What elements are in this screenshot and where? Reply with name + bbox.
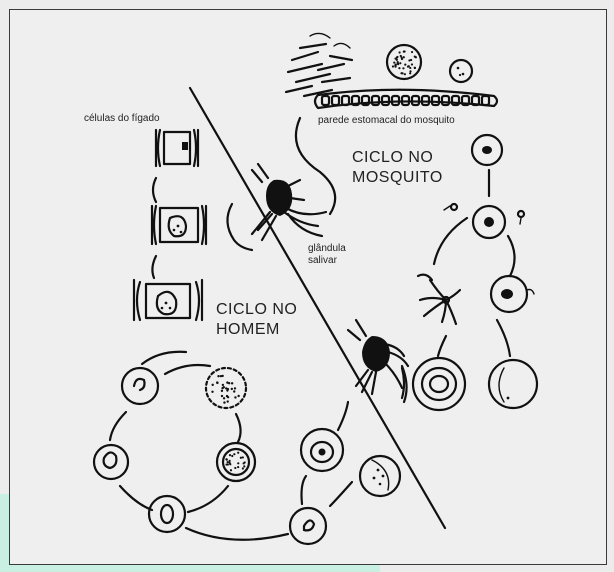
connector — [118, 484, 154, 512]
schizont-rupture-cell — [204, 366, 248, 410]
liver-cell-2 — [150, 204, 208, 246]
gametocyte-dotted-cell — [358, 454, 402, 498]
connector — [151, 176, 158, 204]
path-to-gland — [294, 116, 337, 216]
divider-line — [188, 86, 447, 530]
macrogamete-cell — [489, 274, 535, 314]
stomach-wall-cells — [313, 88, 499, 110]
oocyst-large — [385, 43, 423, 81]
gametocyte-female — [487, 358, 539, 410]
connector — [234, 412, 242, 444]
liver-cell-1 — [154, 128, 200, 168]
ring-stage-cell — [120, 366, 160, 406]
connector — [140, 350, 188, 366]
gamete-small-right — [516, 209, 526, 225]
connector — [108, 410, 128, 442]
label-liver-cells: células do fígado — [84, 113, 160, 124]
label-cycle-mosquito-line2: MOSQUITO — [352, 169, 443, 186]
connector — [184, 526, 290, 541]
young-gametocyte-cell — [288, 506, 328, 546]
oocyst-small — [448, 58, 474, 84]
connector — [495, 318, 512, 358]
connector — [336, 400, 350, 432]
connector — [506, 234, 516, 278]
connector — [151, 254, 158, 280]
connector — [163, 363, 212, 376]
connector — [436, 334, 448, 358]
gametocyte-male — [411, 356, 467, 412]
ookinete-cell — [470, 133, 504, 167]
zygote-cell — [471, 204, 507, 240]
label-cycle-human-line1: CICLO NO — [216, 301, 298, 318]
schizont-cell — [215, 441, 257, 483]
merozoite-cell — [147, 494, 187, 534]
mosquito-bottom-icon — [346, 318, 410, 404]
label-cycle-mosquito-line1: CICLO NO — [352, 149, 434, 166]
mosquito-top-icon — [226, 162, 328, 252]
connector — [328, 480, 354, 508]
label-salivary-gland-line1: glândula — [308, 243, 346, 254]
figure-frame — [9, 9, 607, 565]
sporozoite-bundle — [284, 32, 354, 98]
label-stomach-wall: parede estomacal do mosquito — [318, 115, 455, 126]
gametocyte-nucleated-cell — [299, 427, 345, 473]
connector — [186, 484, 230, 514]
connector — [300, 474, 308, 506]
connector — [432, 216, 469, 266]
liver-cell-3 — [132, 278, 204, 322]
exflagellating-microgamete — [416, 273, 462, 326]
label-cycle-human-line2: HOMEM — [216, 321, 280, 338]
gamete-small-left — [443, 202, 459, 212]
label-salivary-gland-line2: salivar — [308, 255, 337, 266]
trophozoite-cell — [92, 443, 130, 481]
